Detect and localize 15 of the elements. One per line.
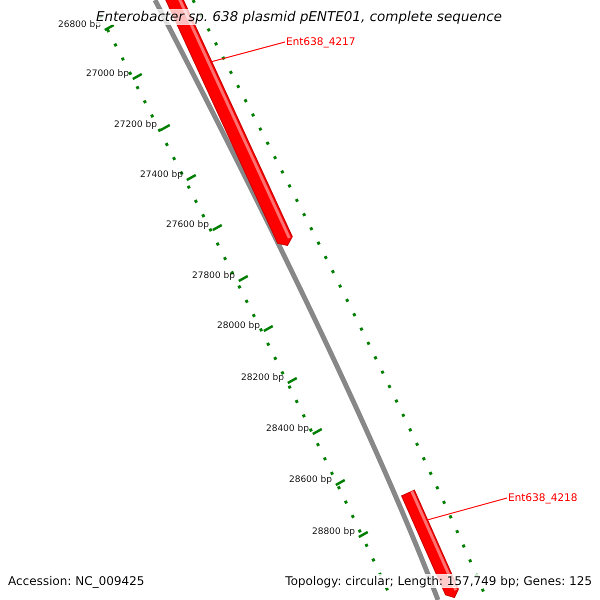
leader-line <box>211 42 286 62</box>
tick-label: 28400 bp <box>266 424 309 434</box>
tick-label: 27000 bp <box>86 69 129 79</box>
info-text: Accession: NC_009425 <box>8 574 144 588</box>
tick-label: 27400 bp <box>140 170 183 180</box>
tick-label: 28600 bp <box>289 475 332 485</box>
leader-line <box>427 498 508 520</box>
tick-label: 28000 bp <box>217 321 260 331</box>
tick-label: 27800 bp <box>192 271 235 281</box>
tick-label: 28200 bp <box>241 373 284 383</box>
gene-label: Ent638_4217 <box>286 36 356 48</box>
tick-label: 28800 bp <box>312 527 355 537</box>
info-text: Topology: circular; Length: 157,749 bp; Genes: 125 <box>285 574 592 588</box>
tick-label: 27600 bp <box>166 220 209 230</box>
gene-label: Ent638_4218 <box>508 492 578 504</box>
